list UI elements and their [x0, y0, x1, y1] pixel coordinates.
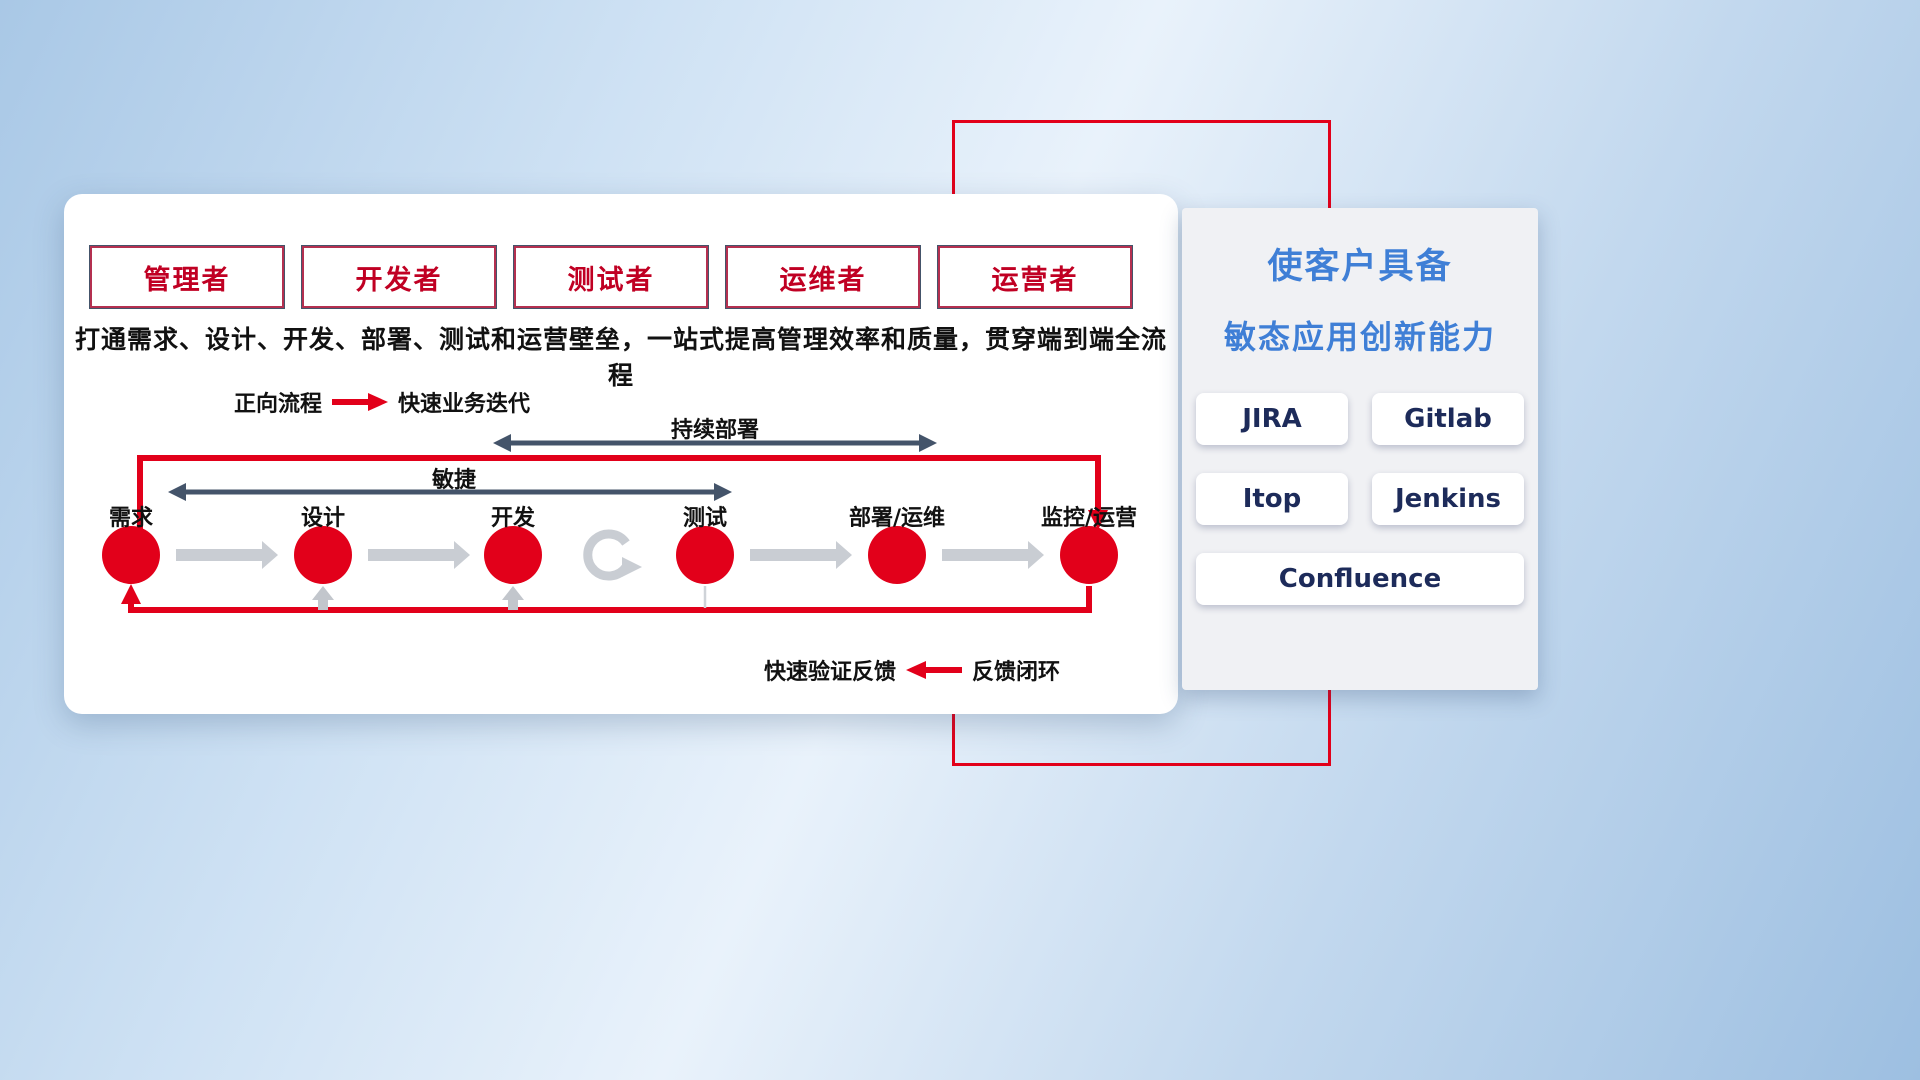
role-label: 运维者 [779, 264, 867, 296]
continuous-deploy-label: 持续部署 [670, 418, 760, 443]
feedback-legend-value: 反馈闭环 [972, 660, 1061, 685]
stage-circle-requirement [102, 526, 160, 584]
forward-legend-value: 快速业务迭代 [398, 392, 531, 417]
capability-panel: 使客户具备 敏态应用创新能力 JIRA Gitlab Itop Jenkins … [1182, 208, 1538, 690]
feedback-up-arrow-design [312, 586, 334, 610]
stage-circle-develop [484, 526, 542, 584]
role-label: 开发者 [355, 264, 443, 296]
forward-legend: 正向流程 快速业务迭代 [234, 386, 530, 418]
agile-label: 敏捷 [431, 468, 477, 493]
panel-title-line1: 使客户具备 [1267, 247, 1453, 287]
stage-circle-design [294, 526, 352, 584]
stage-label-test: 测试 [682, 506, 728, 531]
flow-arrow [176, 541, 278, 569]
workflow-card: 管理者 开发者 测试者 运维者 运营者 打通需求、设计、开发、部署、测试和运营壁… [64, 194, 1178, 714]
feedback-legend: 快速验证反馈 反馈闭环 [764, 654, 1060, 686]
role-box-developer: 开发者 [302, 246, 496, 308]
flow-arrow [942, 541, 1044, 569]
feedback-up-arrow-develop [502, 586, 524, 610]
stage-label-develop: 开发 [490, 506, 536, 531]
forward-loop-line [137, 455, 1108, 540]
flow-diagram-svg [102, 434, 1118, 613]
role-label: 测试者 [567, 264, 655, 296]
role-label: 运营者 [991, 264, 1079, 296]
feedback-legend-label: 快速验证反馈 [764, 660, 897, 685]
flow-arrow [368, 541, 470, 569]
workflow-description: 打通需求、设计、开发、部署、测试和运营壁垒，一站式提高管理效率和质量，贯穿端到端… [74, 325, 1167, 390]
stage-label-design: 设计 [300, 506, 346, 531]
role-label: 管理者 [143, 264, 231, 296]
role-box-manager: 管理者 [90, 246, 284, 308]
role-box-tester: 测试者 [514, 246, 708, 308]
role-box-ops: 运维者 [726, 246, 920, 308]
agile-arrow [168, 483, 732, 501]
stage-circle-monitor [1060, 526, 1118, 584]
flow-arrow [750, 541, 852, 569]
tool-button-confluence: Confluence [1196, 553, 1524, 605]
stage-circle-deploy-ops [868, 526, 926, 584]
tool-buttons-grid: JIRA Gitlab Itop Jenkins Confluence [1196, 393, 1524, 605]
role-box-operator: 运营者 [938, 246, 1132, 308]
tool-button-jira: JIRA [1196, 393, 1348, 445]
continuous-deploy-arrow [493, 434, 937, 452]
forward-legend-label: 正向流程 [234, 392, 323, 417]
left-arrow-icon [906, 661, 963, 679]
stage-label-requirement: 需求 [108, 506, 154, 531]
panel-title-line2: 敏态应用创新能力 [1223, 318, 1496, 356]
stage-label-deploy-ops: 部署/运维 [848, 506, 946, 531]
tool-button-itop: Itop [1196, 473, 1348, 525]
iteration-loop-icon [583, 529, 642, 581]
tool-button-jenkins: Jenkins [1372, 473, 1524, 525]
tool-button-gitlab: Gitlab [1372, 393, 1524, 445]
role-boxes-row: 管理者 开发者 测试者 运维者 运营者 [90, 246, 1132, 308]
right-arrow-icon [332, 393, 389, 411]
feedback-loop-line [121, 584, 1092, 613]
stage-label-monitor: 监控/运营 [1040, 506, 1138, 531]
stage-circle-test [676, 526, 734, 584]
